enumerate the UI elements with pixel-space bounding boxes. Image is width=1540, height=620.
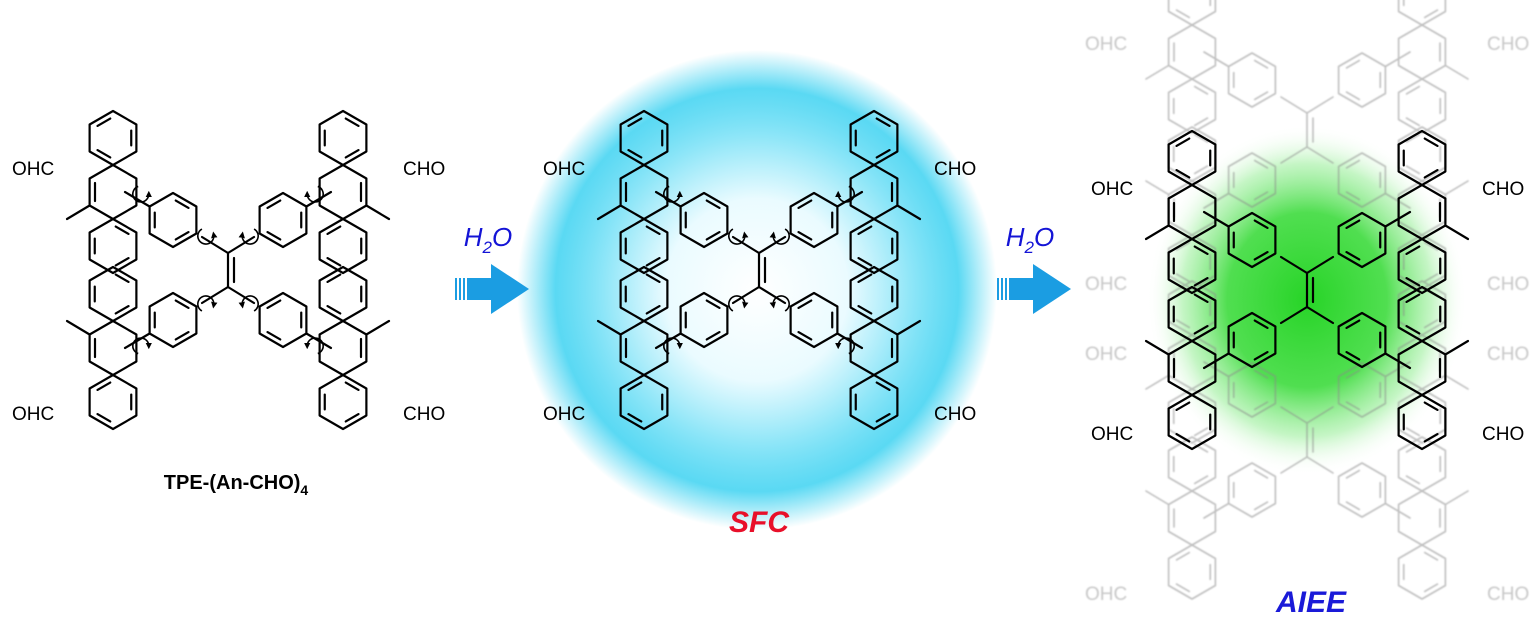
ghost-formyl-label: OHC bbox=[1085, 344, 1127, 365]
formyl-label-top-left: OHC bbox=[12, 159, 54, 180]
formyl-label-top-right: CHO bbox=[934, 159, 976, 180]
formyl-label-bottom-left: OHC bbox=[1091, 424, 1133, 445]
ghost-formyl-label: OHC bbox=[1085, 274, 1127, 295]
ghost-formyl-label: CHO bbox=[1487, 344, 1529, 365]
formyl-label-bottom-right: CHO bbox=[934, 404, 976, 425]
water-label-1: H2O bbox=[464, 222, 512, 257]
ghost-formyl-label: OHC bbox=[1085, 584, 1127, 605]
formyl-label-bottom-left: OHC bbox=[543, 404, 585, 425]
ghost-formyl-label: CHO bbox=[1487, 34, 1529, 55]
formyl-label-bottom-right: CHO bbox=[1482, 424, 1524, 445]
reaction-arrow-1: H2O bbox=[455, 222, 529, 314]
sfc-molecule: OHC CHO OHC CHO bbox=[543, 109, 976, 431]
formyl-label-bottom-left: OHC bbox=[12, 404, 54, 425]
compound-name: TPE-(An-CHO)4 bbox=[164, 472, 309, 498]
ghost-formyl-label: CHO bbox=[1487, 584, 1529, 605]
formyl-label-bottom-right: CHO bbox=[403, 404, 445, 425]
formyl-label-top-right: CHO bbox=[1482, 179, 1524, 200]
ghost-formyl-label: CHO bbox=[1487, 274, 1529, 295]
reaction-arrow-2: H2O bbox=[997, 222, 1071, 314]
aiee-caption: AIEE bbox=[1275, 586, 1347, 619]
formyl-label-top-left: OHC bbox=[1091, 179, 1133, 200]
formyl-label-top-right: CHO bbox=[403, 159, 445, 180]
sfc-glow bbox=[517, 50, 997, 530]
tpe-an-cho-molecule: OHC CHO OHC CHO bbox=[12, 109, 445, 431]
formyl-label-top-left: OHC bbox=[543, 159, 585, 180]
water-label-2: H2O bbox=[1006, 222, 1054, 257]
sfc-caption: SFC bbox=[729, 506, 790, 539]
aiee-molecule: OHC CHO OHC CHO bbox=[1091, 129, 1524, 451]
ghost-formyl-label: OHC bbox=[1085, 34, 1127, 55]
